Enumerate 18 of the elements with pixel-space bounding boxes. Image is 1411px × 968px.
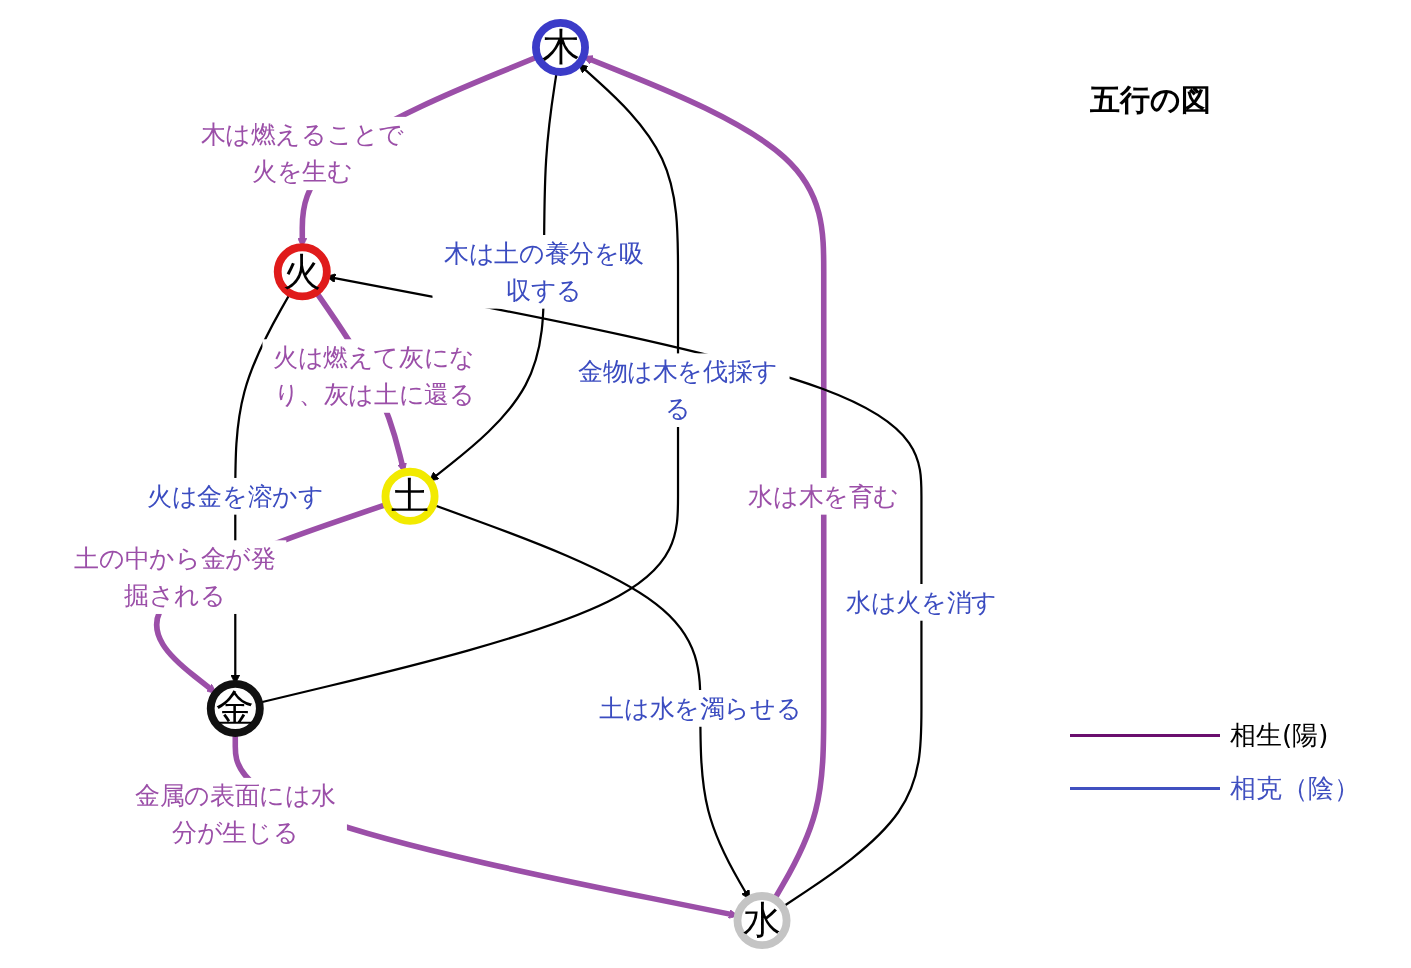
node-circle: 金 — [206, 679, 264, 737]
edge-label: 水は火を消す — [846, 588, 997, 617]
edge-label: 水は木を育む — [748, 482, 900, 511]
edge-label: 金物は木を伐採する — [578, 357, 778, 423]
edge-label: 火は燃えて灰になり、灰は土に還る — [272, 343, 476, 409]
edge-label: 土は水を濁らせる — [599, 694, 802, 723]
node-circle: 土 — [381, 467, 439, 525]
node-circle: 木 — [532, 18, 589, 76]
diagram-title: 五行の図 — [1090, 81, 1211, 119]
edge-label: 木は燃えることで火を生む — [200, 121, 404, 186]
edge-label: 木は土の養分を吸収する — [444, 239, 644, 305]
node-circle: 水 — [733, 892, 791, 950]
edge-label: 火は金を溶かす — [147, 482, 324, 511]
edge-label: 土の中から金が発掘される — [74, 544, 276, 610]
legend-label: 相克（陰） — [1230, 772, 1360, 805]
node-circle: 火 — [273, 243, 331, 301]
legend-label: 相生(陽) — [1230, 719, 1329, 752]
edge-label: 金属の表面には水分が生じる — [135, 782, 336, 847]
